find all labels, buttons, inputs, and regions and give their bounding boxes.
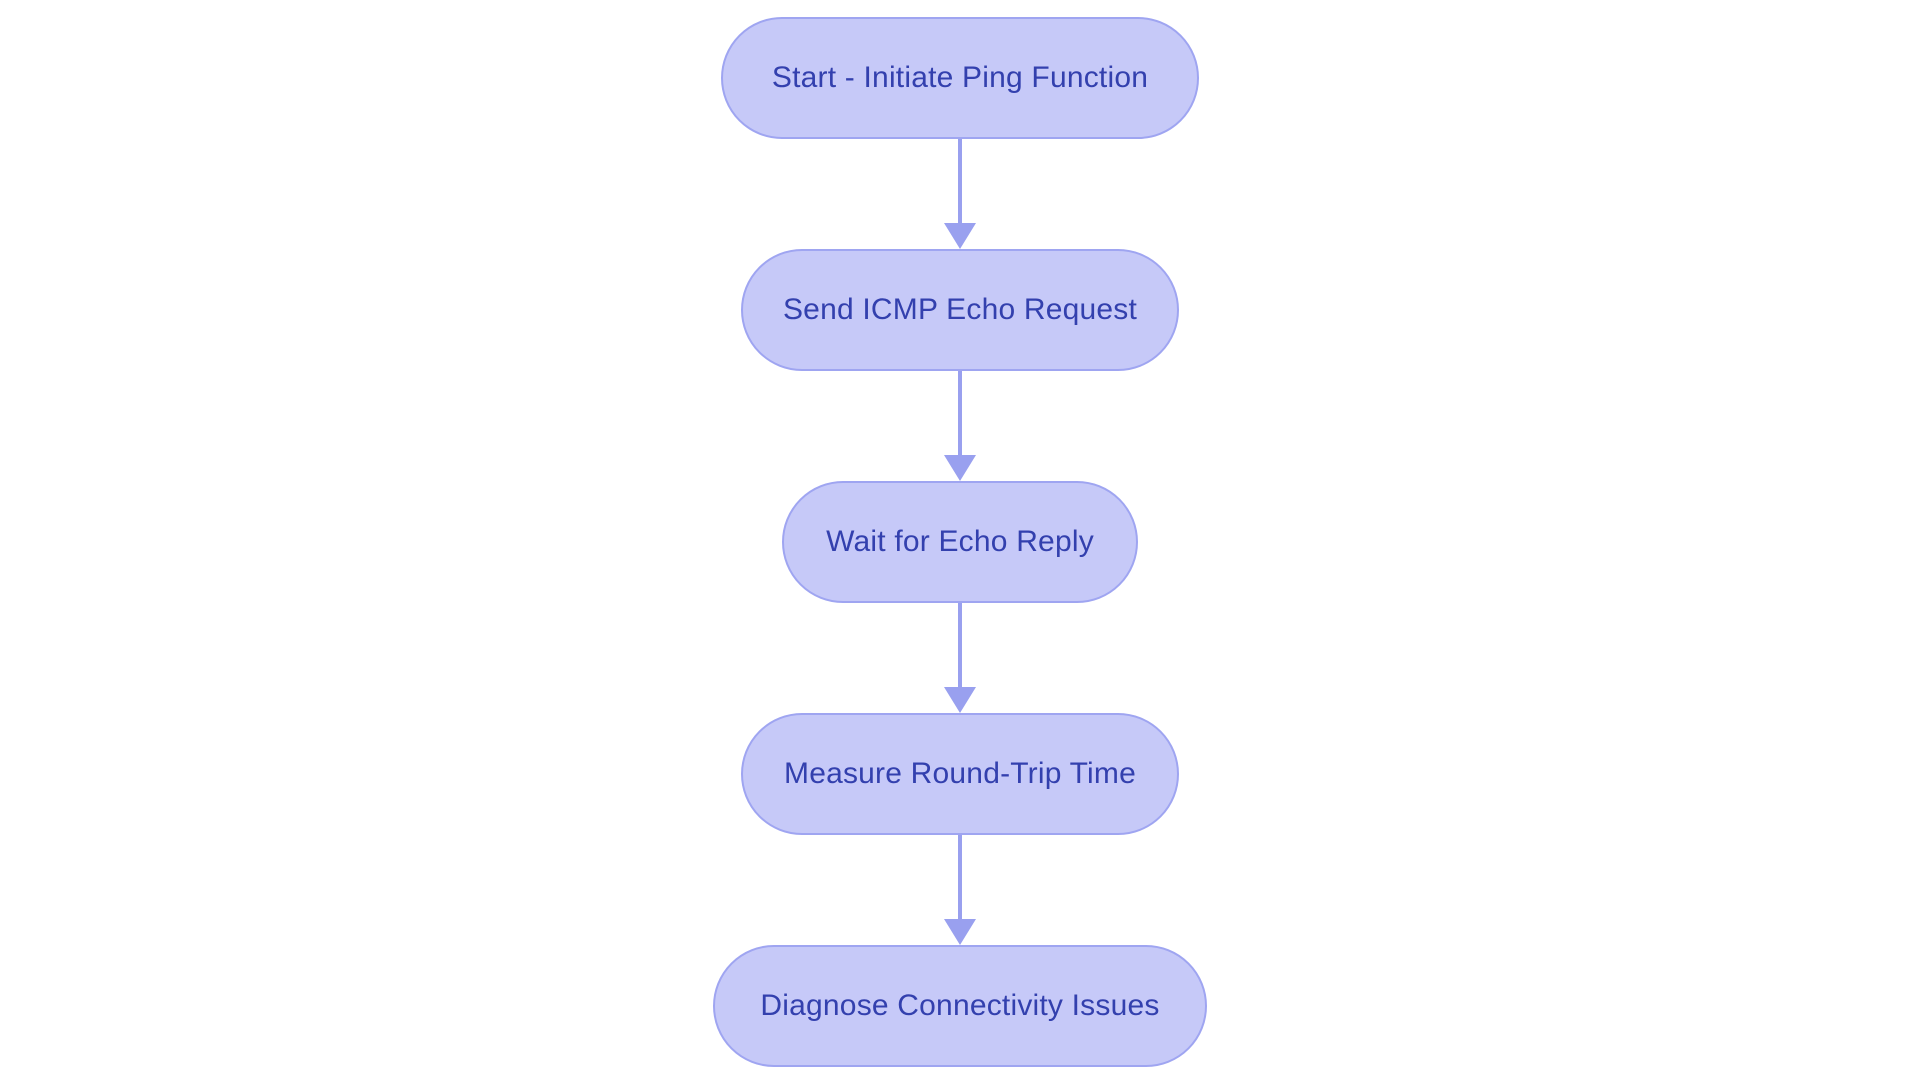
arrow-down-icon (944, 223, 976, 249)
flow-node-measure-rtt: Measure Round-Trip Time (741, 713, 1179, 835)
flow-column: Start - Initiate Ping Function Send ICMP… (713, 0, 1207, 1083)
flow-connector-3 (944, 603, 976, 713)
flow-node-diagnose: Diagnose Connectivity Issues (713, 945, 1207, 1067)
flow-node-start-label: Start - Initiate Ping Function (771, 61, 1149, 94)
flow-node-wait-reply: Wait for Echo Reply (782, 481, 1138, 603)
arrow-line (958, 835, 962, 919)
flow-node-measure-rtt-label: Measure Round-Trip Time (784, 757, 1136, 790)
arrow-line (958, 139, 962, 223)
flow-node-send-icmp-label: Send ICMP Echo Request (782, 293, 1138, 326)
arrow-line (958, 371, 962, 455)
flow-connector-2 (944, 371, 976, 481)
flow-node-start: Start - Initiate Ping Function (721, 17, 1199, 139)
flow-connector-1 (944, 139, 976, 249)
arrow-down-icon (944, 455, 976, 481)
arrow-down-icon (944, 919, 976, 945)
arrow-down-icon (944, 687, 976, 713)
flow-connector-4 (944, 835, 976, 945)
flow-node-diagnose-label: Diagnose Connectivity Issues (760, 989, 1160, 1022)
flow-node-send-icmp: Send ICMP Echo Request (741, 249, 1179, 371)
flow-node-wait-reply-label: Wait for Echo Reply (826, 525, 1094, 558)
arrow-line (958, 603, 962, 687)
